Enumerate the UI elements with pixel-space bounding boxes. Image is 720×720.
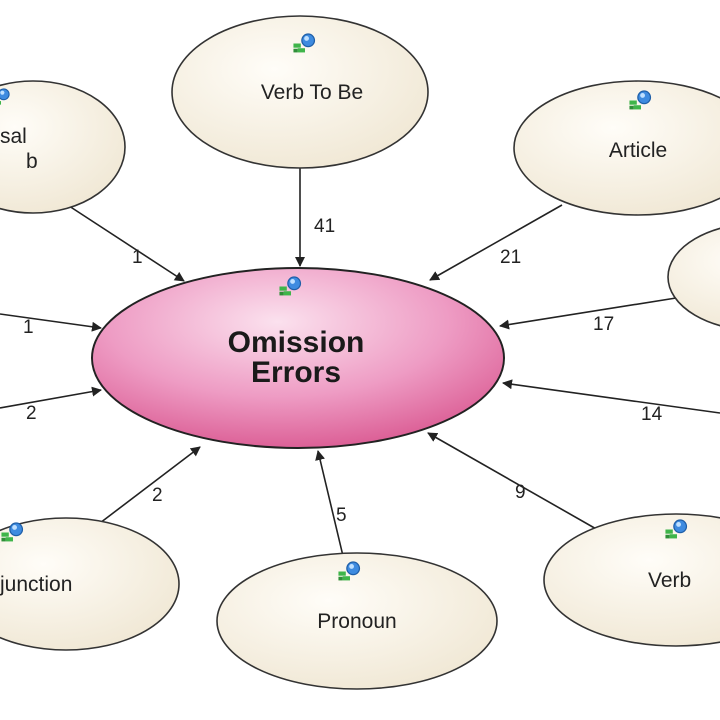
edge-verb	[427, 432, 599, 531]
edge-left-lower	[0, 386, 102, 409]
edge-label-left-upper: 1	[23, 317, 34, 338]
edge-label-verb-to-be: 41	[314, 216, 335, 237]
edge-label-verb: 9	[515, 482, 526, 503]
node-label-verb: Verb	[648, 569, 691, 592]
node-omission-errors[interactable]: Omission Errors	[91, 267, 505, 449]
node-conjunction[interactable]: junction	[0, 517, 180, 651]
edge-label-pronoun: 5	[336, 505, 347, 526]
edge-article	[429, 204, 563, 281]
edge-label-article: 21	[500, 247, 521, 268]
edges	[0, 168, 720, 557]
edge-left-upper	[0, 313, 102, 332]
node-verb[interactable]: Verb	[543, 513, 720, 647]
edge-label-right-lower: 14	[641, 404, 663, 425]
edge-conjunction	[99, 446, 201, 524]
edge-phrasal-verb	[65, 203, 185, 282]
node-label-verb-to-be: Verb To Be	[261, 81, 363, 104]
node-label-phrasal-verb-1: sal	[0, 125, 27, 148]
node-phrasal-verb[interactable]: sal b	[0, 80, 126, 214]
edge-label-right-node: 17	[593, 314, 614, 335]
edge-label-phrasal-verb: 1	[132, 247, 143, 268]
edge-label-left-lower: 2	[26, 403, 37, 424]
node-label-article: Article	[609, 139, 667, 162]
edge-labels: 1 41 21 17 1 2 14 2 5 9	[23, 216, 663, 526]
edge-label-conjunction: 2	[152, 485, 163, 506]
node-verb-to-be[interactable]: Verb To Be	[171, 15, 429, 169]
edge-right-lower	[502, 379, 720, 414]
node-pronoun[interactable]: Pronoun	[216, 552, 498, 690]
node-right-partial[interactable]	[667, 223, 720, 331]
node-label-phrasal-verb-2: b	[26, 150, 38, 173]
center-label-line2: Errors	[251, 356, 341, 389]
node-label-conjunction: junction	[0, 573, 72, 596]
center-label-line1: Omission	[228, 326, 365, 359]
edge-pronoun	[315, 450, 344, 557]
node-article[interactable]: Article	[513, 80, 720, 216]
node-label-pronoun: Pronoun	[317, 610, 396, 633]
edge-right-node	[499, 297, 677, 330]
